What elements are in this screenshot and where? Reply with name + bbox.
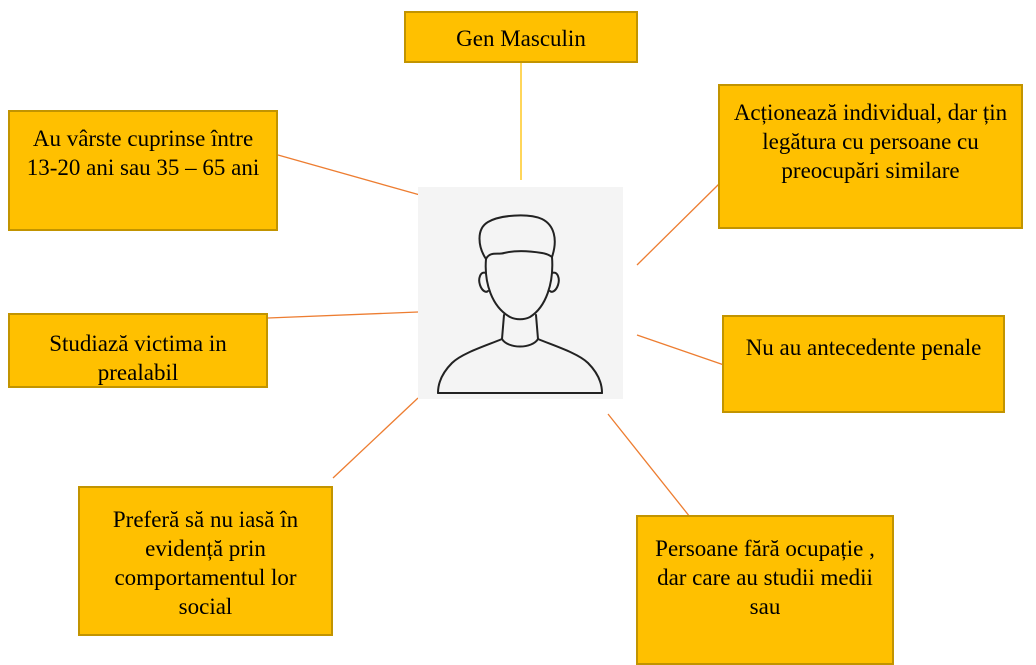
node-gender-label: Gen Masculin [456, 26, 586, 51]
node-gender: Gen Masculin [404, 11, 638, 63]
node-occupation: Persoane fără ocupație , dar care au stu… [636, 515, 894, 665]
node-studies: Studiază victima in prealabil [8, 313, 268, 388]
node-prefers: Preferă să nu iasă în evidență prin comp… [78, 486, 333, 636]
node-age: Au vârste cuprinse între 13-20 ani sau 3… [8, 110, 278, 231]
connector-prefers [332, 397, 419, 479]
node-record-label: Nu au antecedente penale [745, 335, 982, 360]
node-occupation-label: Persoane fără ocupație , dar care au stu… [655, 536, 875, 619]
connector-record [636, 334, 725, 366]
node-record: Nu au antecedente penale [722, 315, 1005, 413]
node-acts: Acționează individual, dar țin legătura … [718, 84, 1023, 229]
node-acts-label: Acționează individual, dar țin legătura … [733, 100, 1008, 183]
connector-age [277, 154, 421, 196]
connector-acts [636, 182, 721, 266]
connector-occupation [607, 413, 691, 518]
male-person-silhouette-icon [418, 187, 623, 399]
connector-studies [267, 311, 419, 319]
node-age-label: Au vârste cuprinse între 13-20 ani sau 3… [26, 126, 260, 180]
node-studies-label: Studiază victima in prealabil [49, 331, 227, 385]
node-prefers-label: Preferă să nu iasă în evidență prin comp… [112, 507, 299, 619]
